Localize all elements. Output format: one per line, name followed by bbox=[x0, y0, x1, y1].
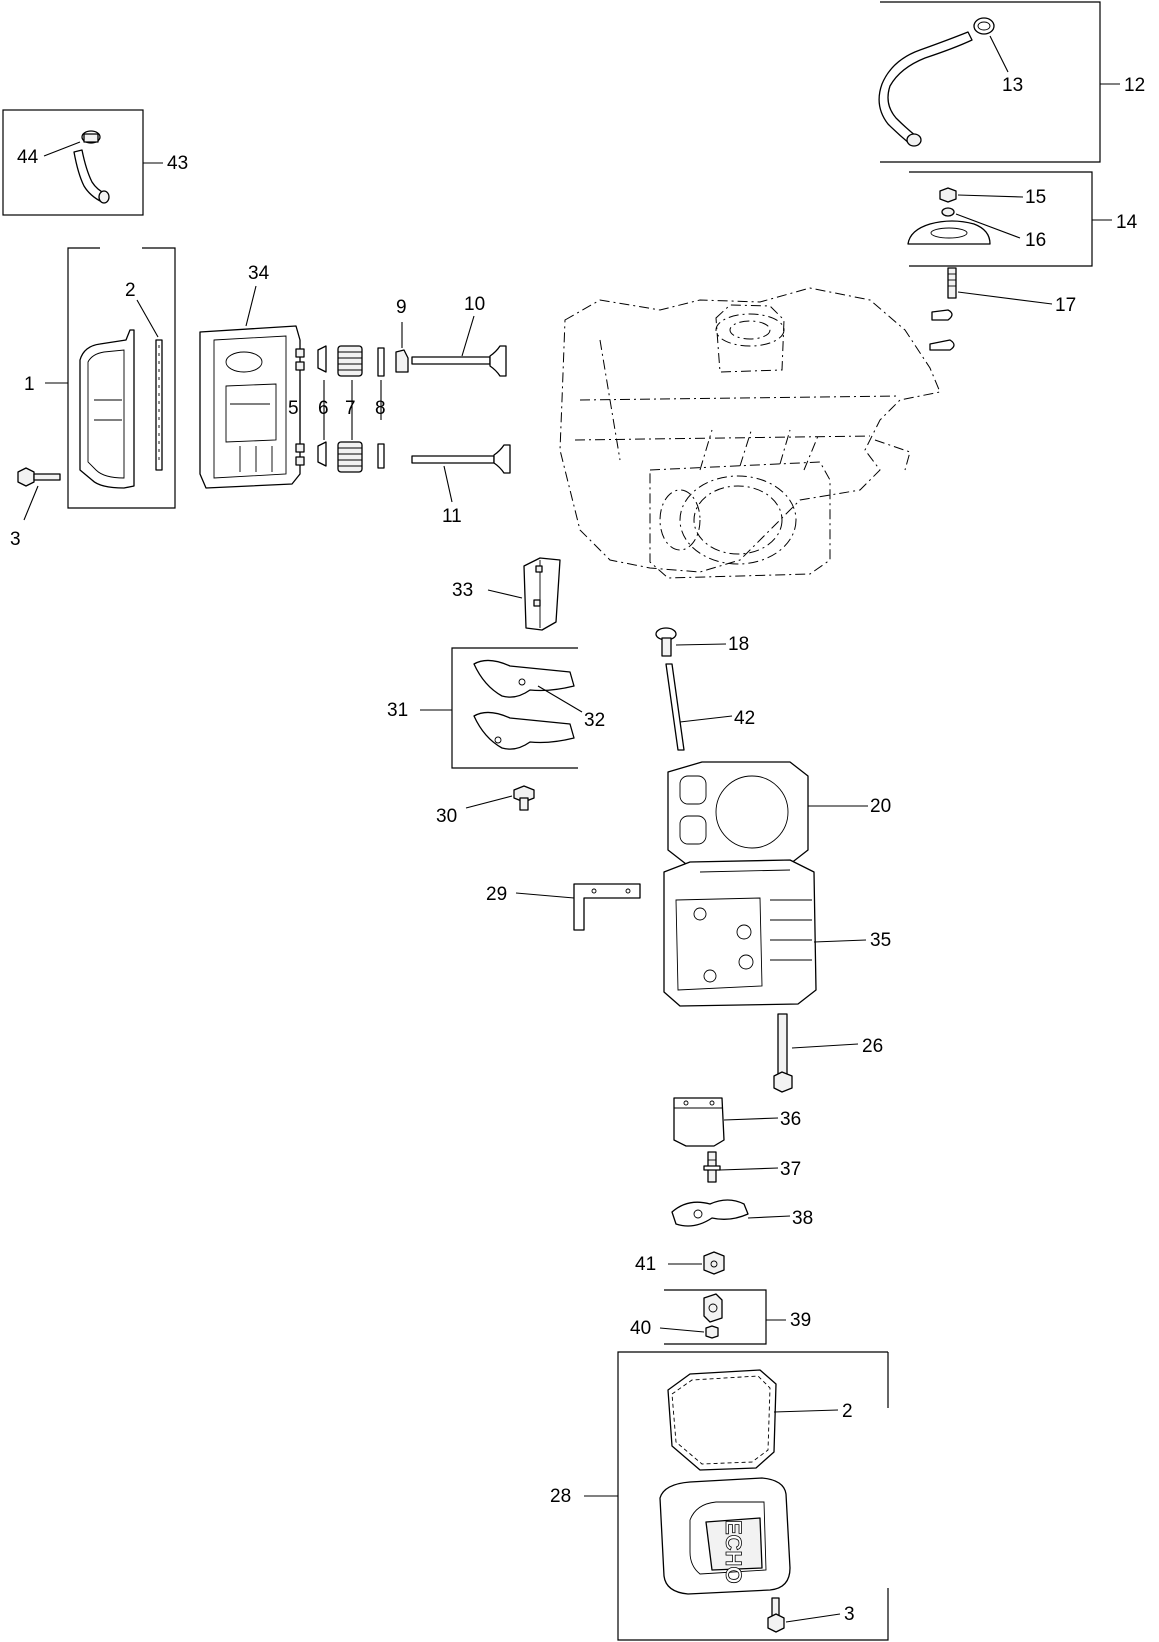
callout-31: 31 bbox=[387, 700, 408, 721]
callout-26: 26 bbox=[862, 1036, 883, 1057]
callout-37: 37 bbox=[780, 1159, 801, 1180]
callout-2-top: 2 bbox=[125, 280, 136, 301]
callout-33: 33 bbox=[452, 580, 473, 601]
valve-10 bbox=[411, 345, 507, 377]
callout-39: 39 bbox=[790, 1310, 811, 1331]
callout-14: 14 bbox=[1116, 212, 1138, 233]
spring-retainers-6 bbox=[317, 345, 327, 467]
ring-terminal-17b bbox=[929, 339, 955, 351]
valve-cover-28: ECHO bbox=[659, 1477, 791, 1595]
callout-5: 5 bbox=[288, 398, 299, 419]
fuel-hose-12 bbox=[878, 31, 973, 147]
pushrod-42 bbox=[665, 663, 685, 751]
valve-stem-cap-9 bbox=[395, 349, 409, 373]
crankcase-phantom bbox=[559, 287, 941, 573]
callout-36: 36 bbox=[780, 1109, 801, 1130]
callout-20: 20 bbox=[870, 796, 891, 817]
callout-42: 42 bbox=[734, 708, 755, 729]
kit-box-1 bbox=[45, 247, 176, 509]
callout-44: 44 bbox=[17, 147, 39, 168]
breather-block-33 bbox=[523, 557, 561, 631]
callout-40: 40 bbox=[630, 1318, 651, 1339]
valve-springs-7 bbox=[337, 345, 363, 473]
callout-41: 41 bbox=[635, 1254, 656, 1275]
cylinder-head-34 bbox=[199, 325, 301, 489]
callout-9: 9 bbox=[396, 297, 407, 318]
shield-32b bbox=[473, 711, 575, 750]
head-bolt-26 bbox=[773, 1013, 793, 1093]
screw-30 bbox=[513, 785, 535, 811]
valve-cover-lettering: ECHO bbox=[721, 1520, 746, 1584]
callout-18: 18 bbox=[728, 634, 749, 655]
callout-35: 35 bbox=[870, 930, 891, 951]
bracket-29 bbox=[573, 883, 641, 931]
valve-seals-8 bbox=[377, 347, 385, 469]
hose-clamp-44 bbox=[81, 130, 101, 144]
screw-3-bottom bbox=[767, 1597, 785, 1633]
breather-hose-43 bbox=[73, 149, 110, 204]
callout-6: 6 bbox=[318, 398, 329, 419]
callout-13: 13 bbox=[1002, 75, 1023, 96]
rocker-stud-18 bbox=[655, 627, 677, 657]
valve-keepers-5 bbox=[295, 348, 305, 466]
callout-7: 7 bbox=[345, 398, 356, 419]
callout-38: 38 bbox=[792, 1208, 813, 1229]
callout-29: 29 bbox=[486, 884, 507, 905]
shield-32a bbox=[473, 659, 575, 698]
callout-12: 12 bbox=[1124, 75, 1145, 96]
callout-28: 28 bbox=[550, 1486, 571, 1507]
callout-17: 17 bbox=[1055, 295, 1076, 316]
kit-box-39 bbox=[664, 1289, 786, 1345]
callout-32: 32 bbox=[584, 710, 605, 731]
callout-3-left: 3 bbox=[10, 529, 21, 550]
hose-clamp-13 bbox=[973, 17, 995, 35]
callout-10: 10 bbox=[464, 294, 485, 315]
callout-30: 30 bbox=[436, 806, 457, 827]
ring-terminal-17a bbox=[931, 309, 953, 321]
callout-1: 1 bbox=[24, 374, 35, 395]
kit-box-31 bbox=[420, 647, 578, 769]
screw-3-left bbox=[17, 467, 61, 487]
callout-3-bottom: 3 bbox=[844, 1604, 855, 1625]
stud-17 bbox=[947, 267, 957, 299]
rocker-stud-37 bbox=[703, 1151, 721, 1183]
breather-cover-14 bbox=[907, 220, 991, 245]
callout-15: 15 bbox=[1025, 187, 1046, 208]
valve-cover-1 bbox=[79, 329, 135, 489]
gasket-2-left bbox=[155, 339, 163, 471]
kit-box-28 bbox=[584, 1351, 889, 1641]
callout-43: 43 bbox=[167, 153, 188, 174]
washer-16 bbox=[941, 207, 955, 217]
rocker-arm-38 bbox=[671, 1199, 749, 1227]
callout-16: 16 bbox=[1025, 230, 1046, 251]
rocker-bridge-36 bbox=[673, 1097, 725, 1147]
head-gasket-20 bbox=[667, 761, 809, 865]
callout-8: 8 bbox=[375, 398, 386, 419]
valve-11 bbox=[411, 444, 511, 474]
callout-2-bottom: 2 bbox=[842, 1401, 853, 1422]
callout-11: 11 bbox=[442, 506, 462, 527]
kit-box-43 bbox=[2, 109, 163, 216]
adjuster-39 bbox=[703, 1293, 723, 1323]
nut-41 bbox=[703, 1251, 725, 1275]
cylinder-head-35 bbox=[663, 859, 817, 1007]
callout-34: 34 bbox=[248, 263, 270, 284]
gasket-2-bottom bbox=[667, 1369, 777, 1471]
nut-15 bbox=[939, 187, 957, 203]
kit-box-12 bbox=[880, 1, 1120, 163]
cylinder-phantom bbox=[649, 427, 831, 579]
adjuster-nut-40 bbox=[705, 1325, 719, 1339]
kit-box-14 bbox=[909, 171, 1112, 267]
